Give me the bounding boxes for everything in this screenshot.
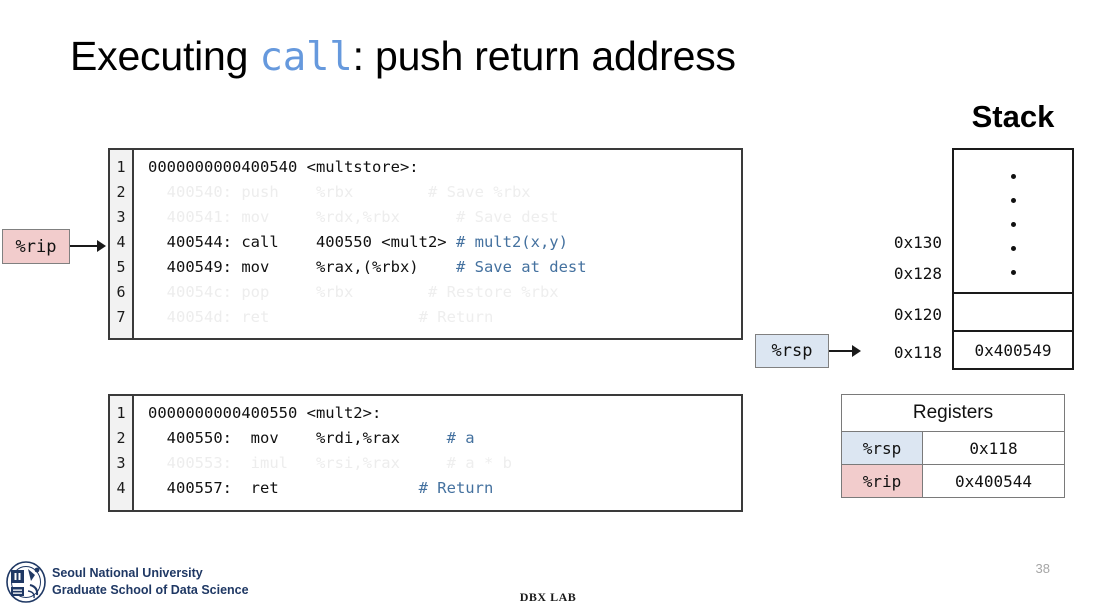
title-text-before: Executing — [70, 33, 260, 79]
stack-address-label: 0x120 — [893, 305, 942, 324]
register-value-rsp: 0x118 — [922, 431, 1065, 465]
page-number: 38 — [1035, 561, 1050, 576]
code-line-current: 400544: call 400550 <mult2> # mult2(x,y) — [148, 233, 568, 251]
code-line: 400550: mov %rdi,%rax # a — [148, 429, 475, 447]
ellipsis-dot-icon — [1011, 246, 1016, 251]
code-line: 400541: mov %rdx,%rbx # Save dest — [148, 208, 559, 226]
ellipsis-dot-icon — [1011, 198, 1016, 203]
line-number: 6 — [116, 283, 126, 301]
ellipsis-dot-icon — [1011, 222, 1016, 227]
line-number: 2 — [116, 429, 126, 447]
line-number: 1 — [116, 158, 126, 176]
code-block-multstore: 1 2 3 4 5 6 7 0000000000400540 <multstor… — [108, 148, 743, 340]
rip-arrow-line — [70, 245, 98, 247]
rsp-callout-label: %rsp — [771, 341, 813, 361]
registers-table-header: Registers — [841, 394, 1065, 432]
code-comment: # Return — [269, 308, 494, 326]
register-value-rip: 0x400544 — [922, 464, 1065, 498]
rsp-arrow-line — [829, 350, 853, 352]
rip-callout-label: %rip — [15, 236, 57, 257]
code-lines-1: 0000000000400540 <multstore>: 400540: pu… — [134, 150, 741, 338]
code-comment: # mult2(x,y) — [446, 233, 568, 251]
stack-address-label: 0x128 — [893, 264, 942, 283]
code-line: 400557: ret # Return — [148, 479, 494, 497]
register-name-rip: %rip — [841, 464, 923, 498]
line-number: 1 — [116, 404, 126, 422]
code-comment: # Save %rbx — [353, 183, 531, 201]
line-number: 5 — [116, 258, 126, 276]
code-comment: # a * b — [399, 454, 512, 472]
stack-address-label: 0x130 — [893, 233, 942, 252]
rip-callout-box: %rip — [2, 229, 70, 264]
footer-university-line2: Graduate School of Data Science — [52, 583, 249, 597]
code-block-mult2: 1 2 3 4 0000000000400550 <mult2>: 400550… — [108, 394, 743, 512]
code-line: 40054d: ret # Return — [148, 308, 494, 326]
code-line: 400540: push %rbx # Save %rbx — [148, 183, 531, 201]
code-line: 0000000000400550 <mult2>: — [148, 404, 382, 422]
line-number: 3 — [116, 208, 126, 226]
code-line: 40054c: pop %rbx # Restore %rbx — [148, 283, 559, 301]
stack-address-label: 0x118 — [893, 343, 942, 362]
stack-cell-top: 0x400549 — [954, 332, 1072, 368]
line-number: 4 — [116, 479, 126, 497]
code-comment: # a — [399, 429, 475, 447]
stack-diagram: 0x400549 — [952, 148, 1074, 370]
stack-ellipsis-region — [954, 150, 1072, 294]
registers-table: Registers %rsp 0x118 %rip 0x400544 — [841, 394, 1065, 498]
ellipsis-dot-icon — [1011, 174, 1016, 179]
table-row: %rip 0x400544 — [841, 464, 1065, 498]
table-row-header: Registers — [841, 394, 1065, 432]
rsp-arrow-head-icon — [852, 345, 861, 357]
snu-emblem-logo-icon — [6, 561, 46, 603]
line-number: 7 — [116, 308, 126, 326]
footer-university-line1: Seoul National University — [52, 566, 203, 580]
code-comment: # Save dest — [399, 208, 559, 226]
line-number-gutter-1: 1 2 3 4 5 6 7 — [110, 150, 134, 338]
title-text-after: : push return address — [352, 33, 736, 79]
line-number: 2 — [116, 183, 126, 201]
rip-arrow-head-icon — [97, 240, 106, 252]
code-lines-2: 0000000000400550 <mult2>: 400550: mov %r… — [134, 396, 741, 510]
footer-lab-name: DBX LAB — [519, 590, 577, 604]
code-comment: # Restore %rbx — [353, 283, 559, 301]
code-comment: # Return — [278, 479, 494, 497]
code-comment: # Save at dest — [418, 258, 587, 276]
stack-title: Stack — [971, 99, 1055, 134]
code-line: 400553: imul %rsi,%rax # a * b — [148, 454, 512, 472]
page-title: Executing call: push return address — [70, 33, 736, 80]
register-name-rsp: %rsp — [841, 431, 923, 465]
rsp-callout-box: %rsp — [755, 334, 829, 368]
code-line: 0000000000400540 <multstore>: — [148, 158, 419, 176]
stack-cell-empty — [954, 294, 1072, 332]
line-number-gutter-2: 1 2 3 4 — [110, 396, 134, 510]
table-row: %rsp 0x118 — [841, 431, 1065, 465]
ellipsis-dot-icon — [1011, 270, 1016, 275]
stack-top-value: 0x400549 — [974, 340, 1052, 360]
line-number: 3 — [116, 454, 126, 472]
code-line: 400549: mov %rax,(%rbx) # Save at dest — [148, 258, 587, 276]
footer-university: Seoul National University Graduate Schoo… — [52, 565, 249, 599]
line-number: 4 — [116, 233, 126, 251]
title-keyword-call: call — [259, 35, 353, 80]
